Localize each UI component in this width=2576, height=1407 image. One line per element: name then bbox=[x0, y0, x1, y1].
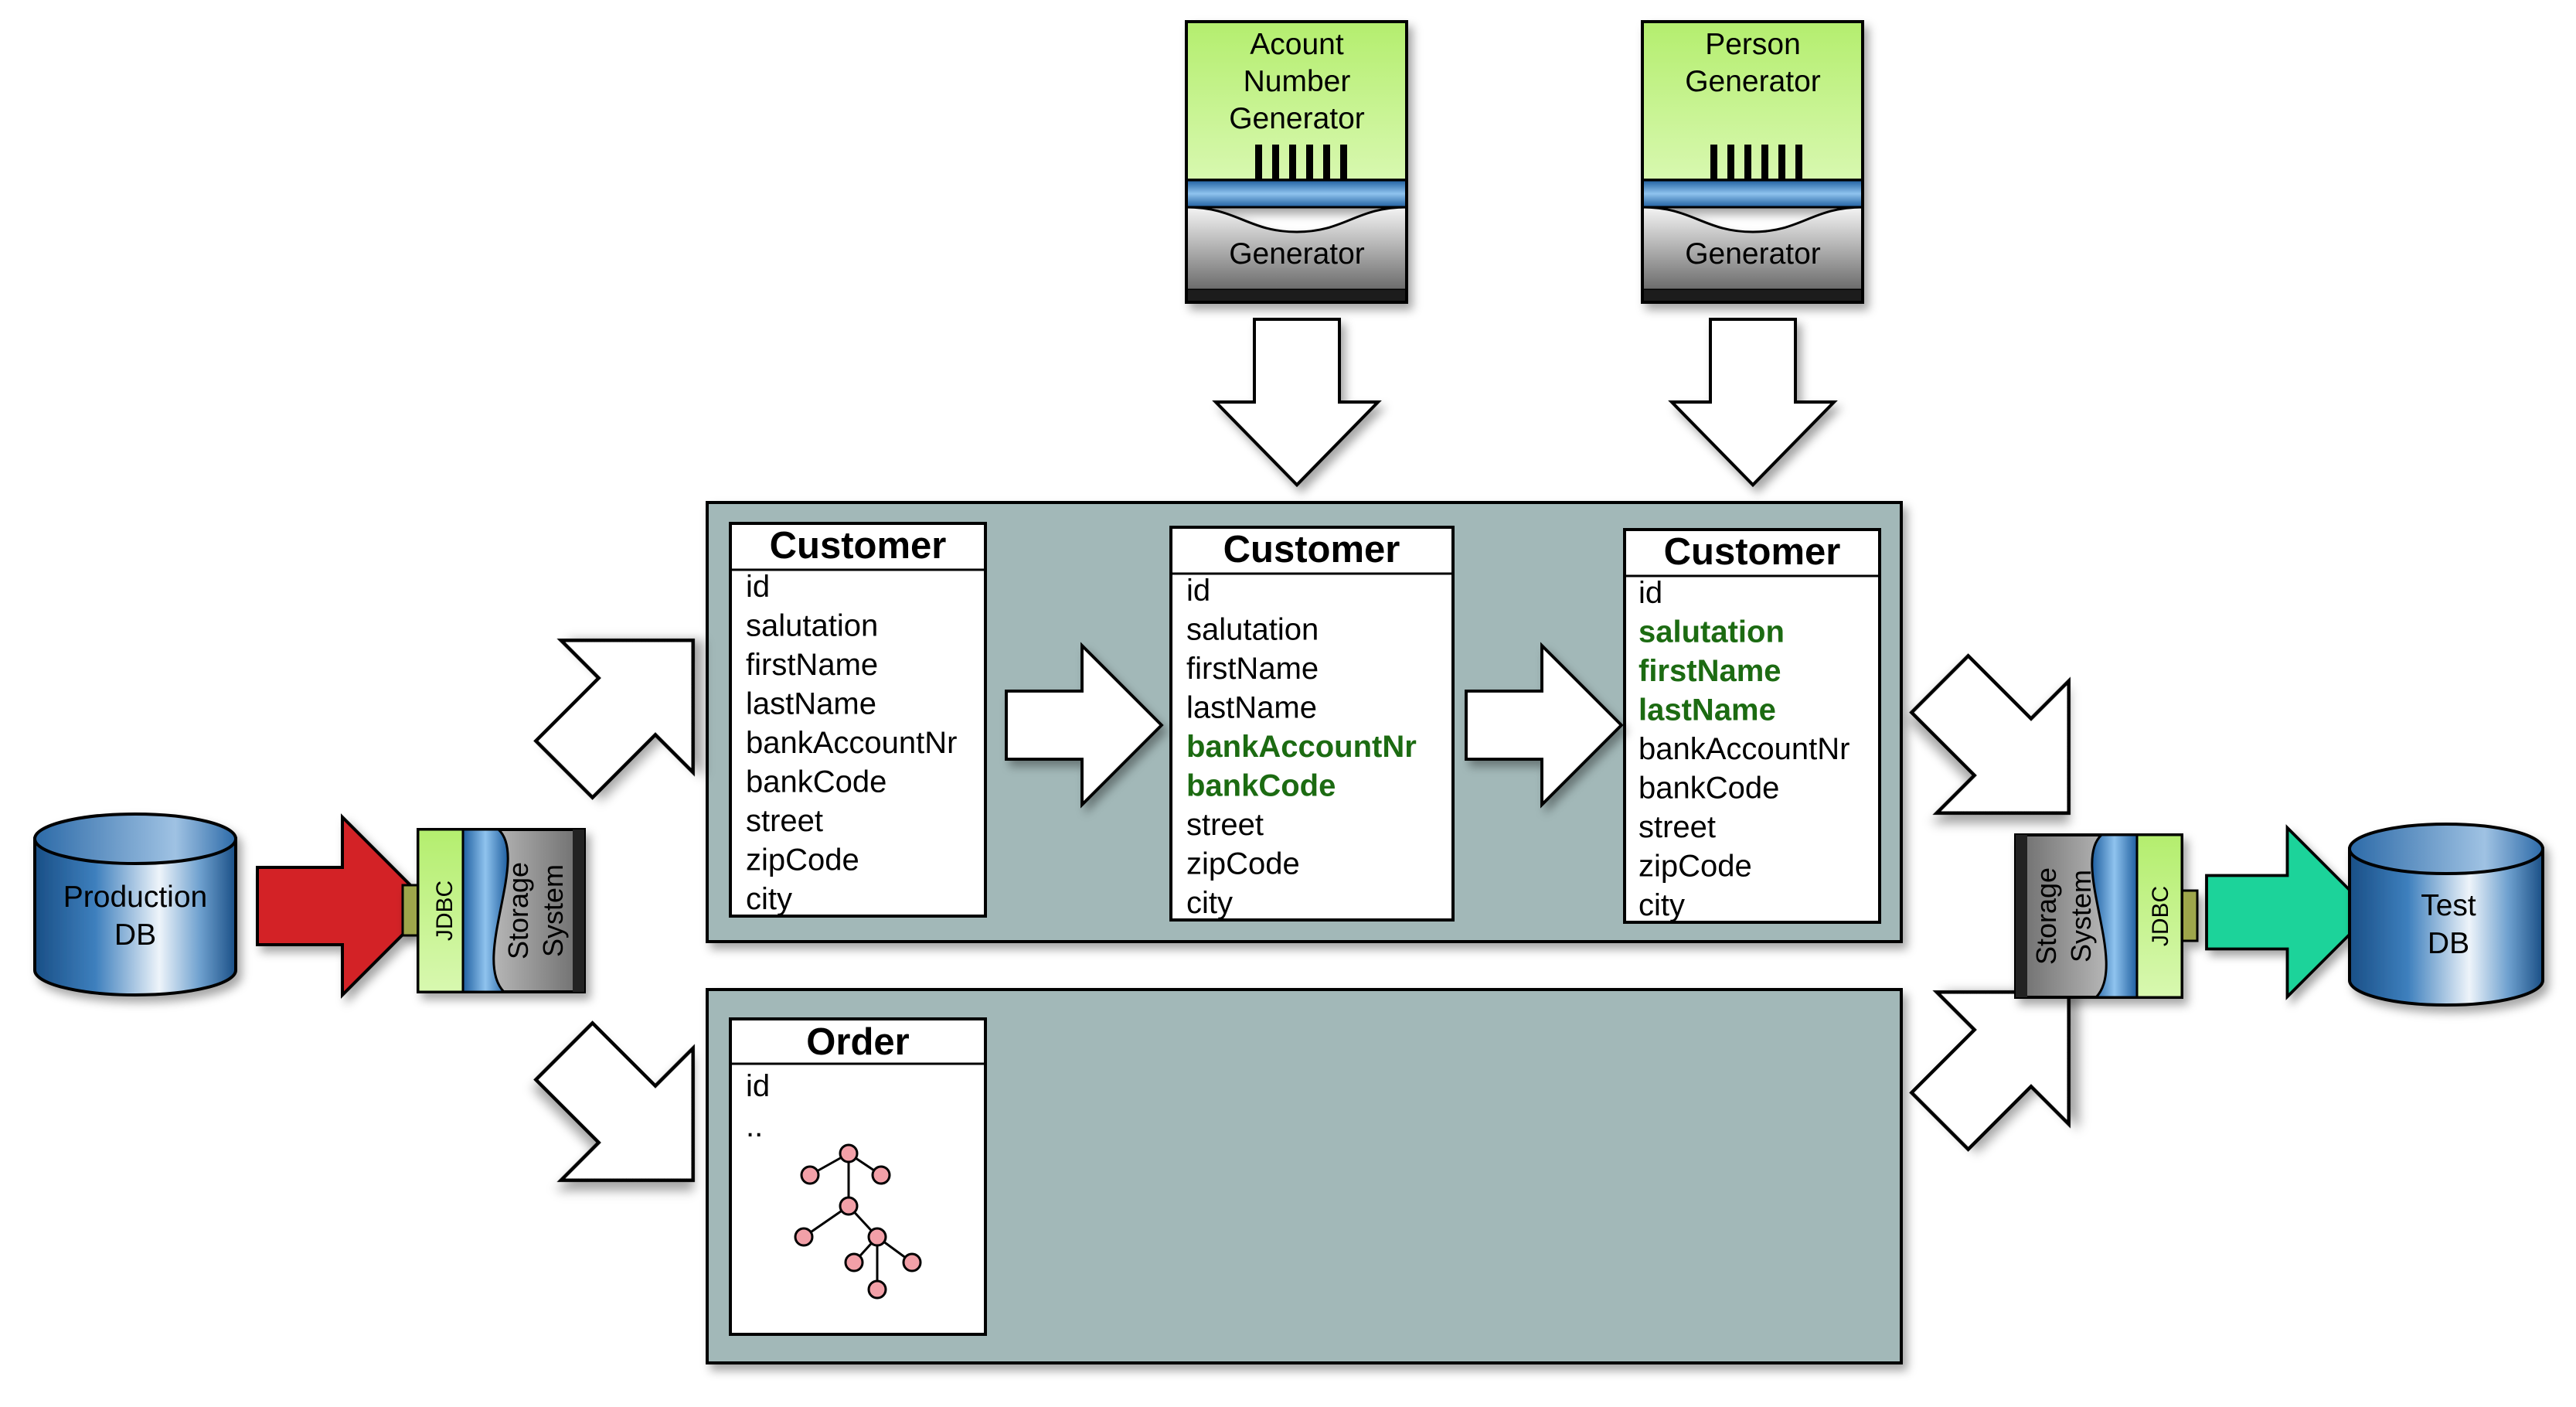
teal-arrow-icon bbox=[2205, 826, 2374, 999]
person-generator-title-line2: Generator bbox=[1685, 65, 1821, 98]
customer-stage3-field-bankAccountNr: bankAccountNr bbox=[1638, 732, 1849, 766]
storage-system-left bbox=[401, 828, 586, 993]
customer-stage1-field-city: city bbox=[746, 882, 792, 916]
customer-stage1-title: Customer bbox=[770, 525, 947, 567]
customer-stage2-field-salutation: salutation bbox=[1186, 613, 1319, 647]
customer-stage3-box bbox=[1623, 528, 1881, 924]
customer-stage1-field-bankAccountNr: bankAccountNr bbox=[746, 726, 957, 760]
customer-stage3-title: Customer bbox=[1664, 531, 1841, 573]
customer-stage2-title: Customer bbox=[1223, 529, 1400, 571]
order-field-more: .. bbox=[746, 1109, 763, 1143]
order-title: Order bbox=[806, 1021, 909, 1063]
customer-stage3-field-firstName: firstName bbox=[1638, 654, 1781, 688]
account-generator-title-line1: Acount bbox=[1250, 28, 1344, 61]
customer-stage2-field-zipCode: zipCode bbox=[1186, 847, 1300, 881]
arrow-down-person-icon bbox=[1672, 319, 1834, 485]
customer-stage2-field-city: city bbox=[1186, 886, 1233, 920]
production-db-label-line1: Production bbox=[63, 881, 207, 914]
storage-system-right bbox=[2014, 833, 2199, 999]
customer-stage2-field-street: street bbox=[1186, 808, 1264, 842]
production-db-label-line2: DB bbox=[114, 918, 156, 952]
customer-stage1-field-id: id bbox=[746, 570, 770, 604]
production-db bbox=[33, 813, 237, 996]
customer-stage1-fields: id salutation firstName lastName bankAccount… bbox=[746, 570, 957, 916]
customer-stage3-field-street: street bbox=[1638, 810, 1716, 844]
test-db bbox=[2348, 823, 2544, 1007]
customer-stage2-field-lastName: lastName bbox=[1186, 691, 1317, 725]
customer-stage3-fields: id salutation firstName lastName bankAccount… bbox=[1638, 576, 1849, 922]
storage-left-label-line2: System bbox=[537, 864, 569, 957]
order-field-id: id bbox=[746, 1069, 770, 1103]
customer-stage1-field-firstName: firstName bbox=[746, 648, 878, 682]
person-generator-type-label: Generator bbox=[1685, 237, 1821, 271]
customer-stage1-box bbox=[729, 522, 987, 918]
person-generator-title-line1: Person bbox=[1705, 28, 1801, 61]
tree-icon bbox=[794, 1143, 922, 1300]
customer-stage3-field-city: city bbox=[1638, 888, 1685, 922]
customer-stage1-field-zipCode: zipCode bbox=[746, 843, 859, 877]
test-db-label-line1: Test bbox=[2421, 889, 2476, 922]
customer-stage1-field-salutation: salutation bbox=[746, 609, 878, 643]
account-generator-title-line2: Number bbox=[1244, 65, 1351, 98]
customer-stage3-field-bankCode: bankCode bbox=[1638, 772, 1779, 806]
customer-stage2-field-firstName: firstName bbox=[1186, 652, 1319, 686]
customer-stage2-field-bankAccountNr: bankAccountNr bbox=[1186, 730, 1417, 764]
account-generator-type-label: Generator bbox=[1229, 237, 1365, 271]
customer-stage2-fields: id salutation firstName lastName bankAccount… bbox=[1186, 574, 1417, 920]
customer-stage1-field-lastName: lastName bbox=[746, 687, 876, 721]
customer-stage3-field-salutation: salutation bbox=[1638, 615, 1785, 649]
account-generator bbox=[1185, 20, 1408, 304]
customer-stage2-field-bankCode: bankCode bbox=[1186, 769, 1336, 803]
storage-right-label-line2: System bbox=[2065, 870, 2097, 962]
storage-left-label-line1: Storage bbox=[502, 862, 534, 959]
test-db-label-line2: DB bbox=[2428, 927, 2469, 960]
customer-stage3-field-id: id bbox=[1638, 576, 1662, 610]
customer-stage1-field-bankCode: bankCode bbox=[746, 765, 886, 799]
account-generator-barcode-icon bbox=[1255, 145, 1347, 180]
account-generator-title-line3: Generator bbox=[1229, 102, 1365, 135]
storage-right-jdbc: JDBC bbox=[2148, 886, 2173, 946]
person-generator bbox=[1641, 20, 1864, 304]
storage-right-label-line1: Storage bbox=[2030, 867, 2062, 965]
person-generator-barcode-icon bbox=[1710, 145, 1802, 180]
customer-stage2-field-id: id bbox=[1186, 574, 1210, 608]
customer-stage3-field-zipCode: zipCode bbox=[1638, 850, 1752, 884]
arrow-down-account-icon bbox=[1216, 319, 1378, 485]
storage-left-jdbc: JDBC bbox=[432, 881, 458, 941]
customer-stage1-field-street: street bbox=[746, 804, 823, 838]
customer-stage3-field-lastName: lastName bbox=[1638, 693, 1776, 727]
customer-stage2-box bbox=[1169, 526, 1455, 922]
order-box bbox=[729, 1017, 987, 1336]
